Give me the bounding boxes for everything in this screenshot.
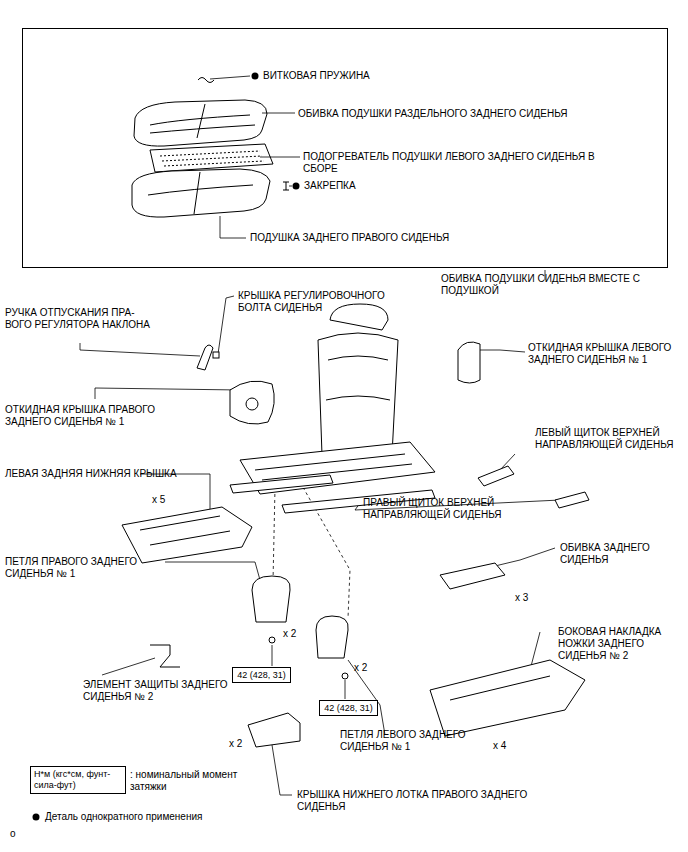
drawing-stroke bbox=[252, 73, 259, 80]
callout-count: x 5 bbox=[152, 494, 165, 506]
part-name: ПЕТЛЯ ПРАВОГО ЗАДНЕГО СИДЕНЬЯ № 1 bbox=[5, 556, 165, 580]
part-name: КРЫШКА НИЖНЕГО ЛОТКА ПРАВОГО ЗАДНЕГО СИД… bbox=[297, 789, 532, 813]
drawing-stroke bbox=[289, 186, 292, 187]
drawing-stroke bbox=[220, 216, 246, 238]
part-name: БОКОВАЯ НАКЛАДКА НОЖКИ ЗАДНЕГО СИДЕНЬЯ №… bbox=[558, 626, 683, 662]
box-text: 42 (428, 31) bbox=[323, 702, 374, 714]
drawing-stroke bbox=[345, 680, 346, 699]
group-heading: ОБИВКА ПОДУШКИ СИДЕНЬЯ ВМЕСТЕ С ПОДУШКОЙ bbox=[441, 273, 646, 297]
drawing-stroke bbox=[150, 144, 273, 172]
drawing-stroke bbox=[140, 474, 210, 510]
drawing-stroke bbox=[246, 398, 258, 410]
drawing-stroke bbox=[478, 466, 514, 486]
drawing-stroke bbox=[330, 304, 388, 330]
drawing-stroke bbox=[194, 172, 200, 214]
drawing-stroke bbox=[273, 488, 275, 582]
drawing-stroke bbox=[165, 562, 260, 580]
part-name: ЛЕВЫЙ ЩИТОК ВЕРХНЕЙ НАПРАВЛЯЮЩЕЙ СИДЕНЬЯ bbox=[535, 427, 683, 451]
drawing-stroke bbox=[458, 342, 480, 383]
part-name: ПОДУШКА ЗАДНЕГО ПРАВОГО СИДЕНЬЯ bbox=[250, 232, 449, 244]
drawing-stroke bbox=[348, 660, 385, 735]
cushion-parts bbox=[132, 73, 300, 218]
box-text: 42 (428, 31) bbox=[236, 669, 287, 681]
part-name: РУЧКА ОТПУСКАНИЯ ПРА- ВОГО РЕГУЛЯТОРА НА… bbox=[5, 307, 155, 331]
box-text: Н*м (кгс*см, фунт-сила-фут) bbox=[34, 769, 122, 791]
part-name: ПРАВЫЙ ЩИТОК ВЕРХНЕЙ НАПРАВЛЯЮЩЕЙ СИДЕНЬ… bbox=[363, 497, 543, 521]
drawing-stroke bbox=[555, 492, 589, 508]
drawing-stroke bbox=[260, 157, 300, 158]
drawing-stroke bbox=[198, 78, 214, 83]
part-name: КРЫШКА РЕГУЛИРОВОЧНОГО БОЛТА СИДЕНЬЯ bbox=[238, 290, 408, 314]
drawing-stroke bbox=[197, 345, 213, 370]
drawing-stroke bbox=[230, 381, 274, 424]
drawing-stroke bbox=[318, 333, 398, 460]
drawing-stroke bbox=[213, 352, 219, 358]
drawing-stroke bbox=[342, 673, 348, 679]
torque-box: 42 (428, 31) bbox=[319, 700, 378, 716]
torque-box: 42 (428, 31) bbox=[232, 667, 291, 683]
part-name: ПОДОГРЕВАТЕЛЬ ПОДУШКИ ЛЕВОГО ЗАДНЕГО СИД… bbox=[303, 151, 623, 175]
part-name: o bbox=[10, 828, 16, 840]
legend-text: Деталь однократного применения bbox=[45, 811, 202, 823]
callout-count: x 2 bbox=[354, 662, 367, 674]
drawing-stroke bbox=[293, 183, 300, 190]
part-name: ВИТКОВАЯ ПРУЖИНА bbox=[263, 70, 370, 82]
drawing-stroke bbox=[450, 676, 550, 700]
drawing-stroke bbox=[197, 104, 205, 138]
part-name: ЭЛЕМЕНТ ЗАЩИТЫ ЗАДНЕГО СИДЕНЬЯ № 2 bbox=[83, 679, 228, 703]
part-name: ОБИВКА ЗАДНЕГО СИДЕНЬЯ bbox=[560, 542, 675, 566]
drawing-stroke bbox=[218, 296, 234, 354]
drawing-stroke bbox=[440, 563, 505, 589]
drawing-stroke bbox=[230, 475, 333, 493]
drawing-stroke bbox=[272, 745, 292, 795]
drawing-stroke bbox=[132, 169, 270, 217]
legend-torque-box: Н*м (кгс*см, фунт-сила-фут) bbox=[30, 766, 126, 794]
drawing-stroke bbox=[272, 645, 273, 666]
drawing-stroke bbox=[269, 637, 275, 643]
legend-note: : номинальный момент затяжки bbox=[130, 769, 245, 793]
drawing-stroke bbox=[95, 388, 240, 399]
drawing-stroke bbox=[150, 645, 180, 667]
drawing-stroke bbox=[210, 76, 250, 79]
part-name: ПЕТЛЯ ЛЕВОГО ЗАДНЕГО СИДЕНЬЯ № 1 bbox=[340, 729, 472, 753]
callout-count: x 2 bbox=[283, 628, 296, 640]
drawing-stroke bbox=[262, 113, 295, 114]
drawing-stroke bbox=[475, 350, 525, 352]
part-name: ОТКИДНАЯ КРЫШКА ПРАВОГО ЗАДНЕГО СИДЕНЬЯ … bbox=[5, 404, 185, 428]
part-name: ЛЕВАЯ ЗАДНЯЯ НИЖНЯЯ КРЫШКА bbox=[5, 468, 177, 480]
drawing-stroke bbox=[248, 713, 300, 747]
group-frame: ОБИВКА ПОДУШКИ СИДЕНЬЯ ВМЕСТЕ С ПОДУШКОЙ bbox=[22, 28, 668, 268]
drawing-stroke bbox=[326, 356, 390, 400]
callout-count: x 2 bbox=[229, 738, 242, 750]
part-name: ОБИВКА ПОДУШКИ РАЗДЕЛЬНОГО ЗАДНЕГО СИДЕН… bbox=[298, 108, 568, 120]
drawing-stroke bbox=[134, 100, 267, 146]
drawing-stroke bbox=[316, 616, 348, 658]
drawing-stroke bbox=[140, 516, 230, 545]
drawing-stroke bbox=[252, 576, 290, 622]
drawing-stroke bbox=[102, 658, 155, 675]
drawing-stroke bbox=[80, 343, 200, 356]
callout-count: x 3 bbox=[515, 592, 528, 604]
drawing-stroke bbox=[150, 125, 255, 133]
drawing-stroke bbox=[148, 185, 253, 195]
drawing-stroke bbox=[33, 814, 40, 821]
drawing-stroke bbox=[122, 507, 252, 563]
drawing-stroke bbox=[430, 660, 585, 736]
drawing-stroke bbox=[160, 151, 264, 166]
part-name: ЗАКРЕПКА bbox=[304, 180, 356, 192]
callout-count: x 4 bbox=[493, 740, 506, 752]
drawing-stroke bbox=[255, 454, 412, 480]
drawing-stroke bbox=[283, 182, 289, 190]
part-name: ОТКИДНАЯ КРЫШКА ЛЕВОГО ЗАДНЕГО СИДЕНЬЯ №… bbox=[528, 342, 683, 366]
